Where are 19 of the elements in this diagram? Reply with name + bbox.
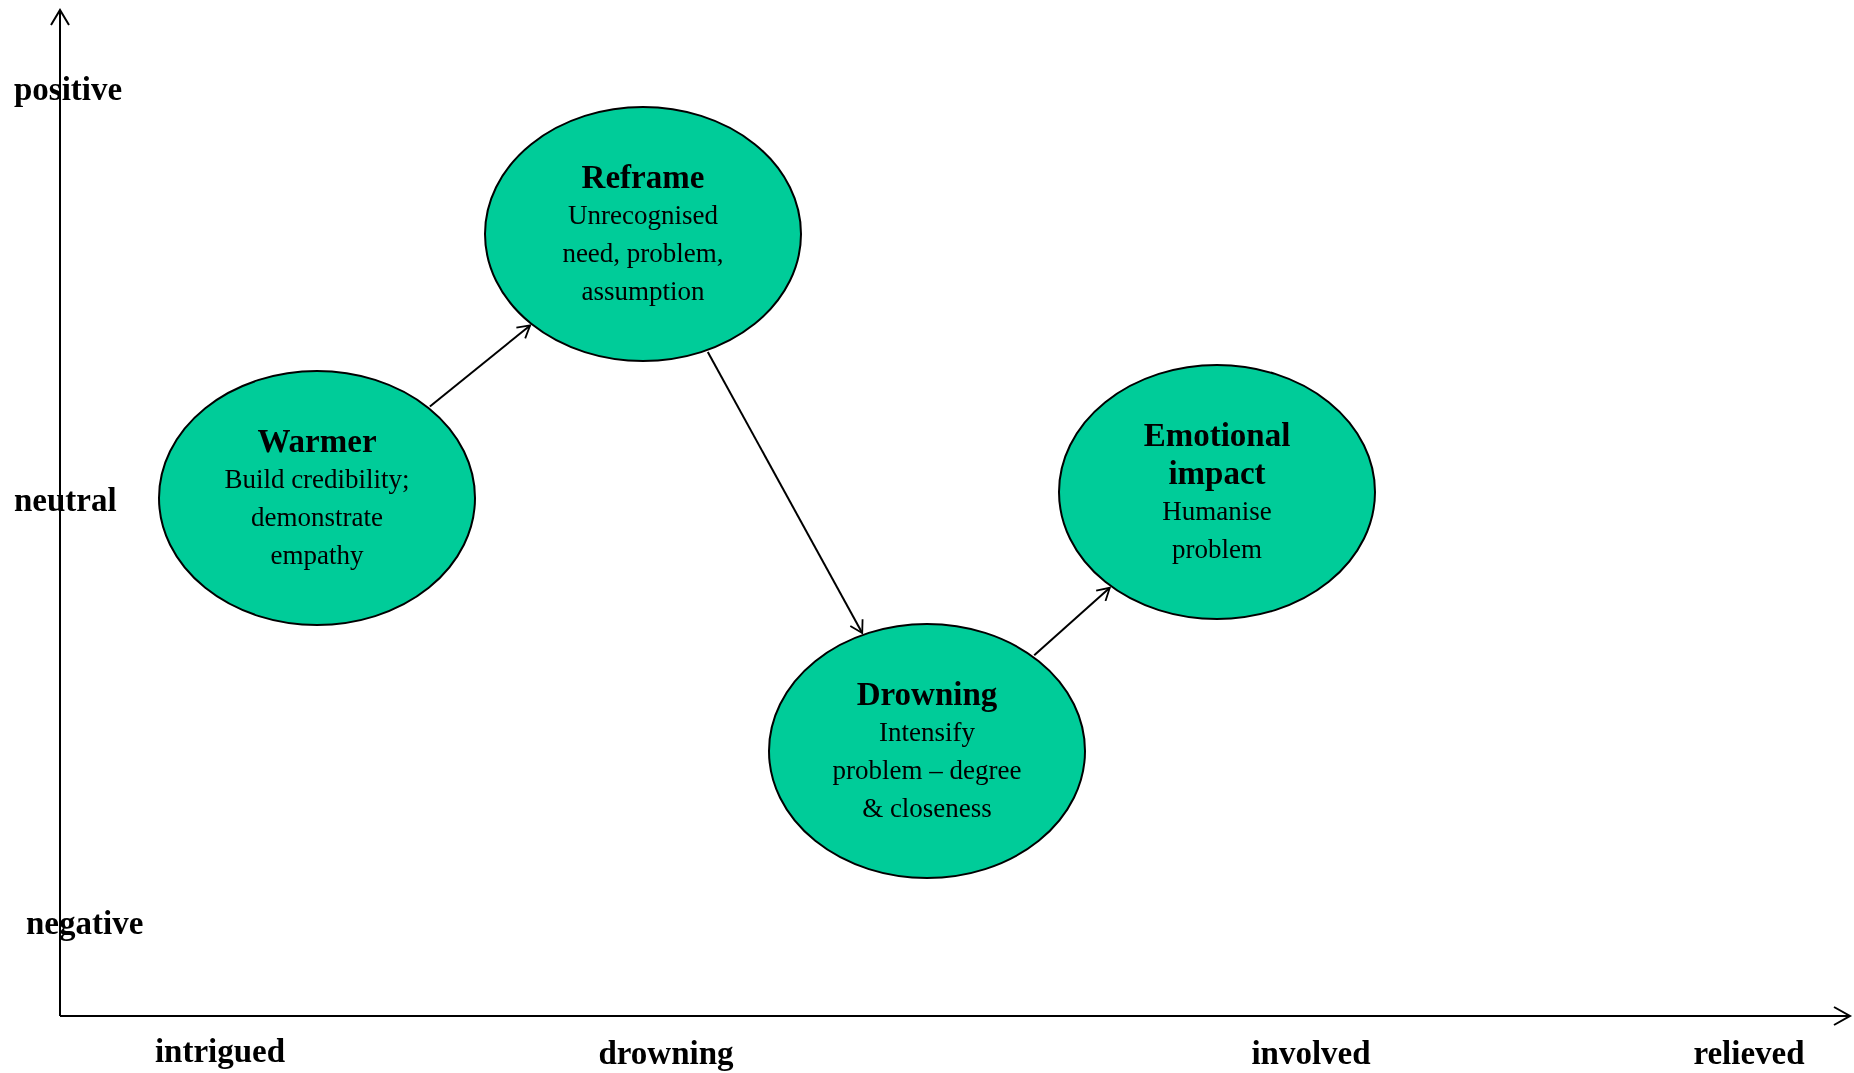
stage-title: Reframe: [580, 158, 706, 196]
arrow: [1033, 586, 1111, 657]
stage-description: Unrecognised need, problem, assumption: [561, 199, 725, 308]
stage-title: Warmer: [256, 422, 378, 460]
x-axis-label: drowning: [598, 1034, 734, 1072]
stage-description: Build credibility; demonstrate empathy: [223, 463, 411, 572]
stage-description: Humanise problem: [1161, 495, 1273, 566]
stage-ellipse: [767, 622, 1087, 880]
arrow: [706, 350, 864, 635]
arrow: [428, 324, 532, 408]
stage-title: Drowning: [855, 675, 999, 713]
stage-ellipse: [1057, 363, 1377, 621]
stage-ellipse: [157, 369, 477, 627]
x-axis-label: intrigued: [154, 1032, 286, 1070]
x-axis-label: relieved: [1693, 1034, 1805, 1072]
x-axis-label: involved: [1251, 1034, 1371, 1072]
stage-title: Emotional impact: [1142, 416, 1292, 492]
stage-description: Intensify problem – degree & closeness: [832, 716, 1022, 825]
stage-ellipse: [483, 105, 803, 363]
